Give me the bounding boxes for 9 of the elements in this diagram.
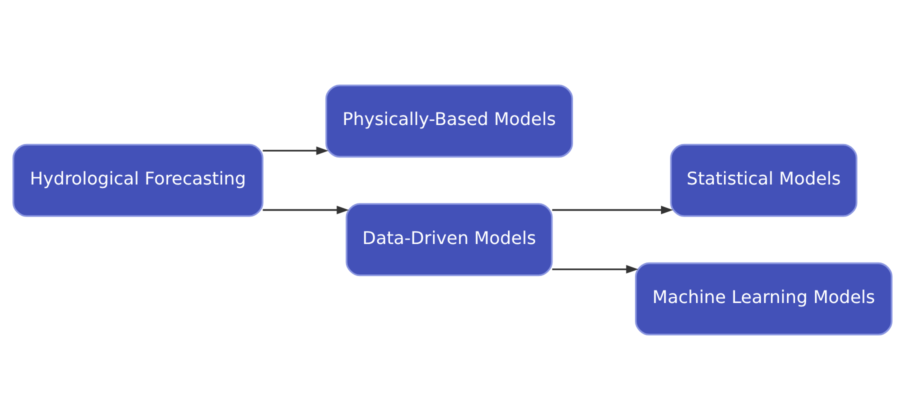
node-box: Hydrological Forecasting [12, 144, 264, 217]
node-box: Physically-Based Models [325, 84, 573, 158]
arrow [262, 146, 328, 155]
node-box: Machine Learning Models [635, 262, 892, 336]
arrow [262, 206, 349, 214]
arrow [552, 265, 638, 274]
node-box: Data-Driven Models [346, 203, 553, 276]
arrow [552, 206, 674, 214]
node-box: Statistical Models [670, 144, 858, 217]
